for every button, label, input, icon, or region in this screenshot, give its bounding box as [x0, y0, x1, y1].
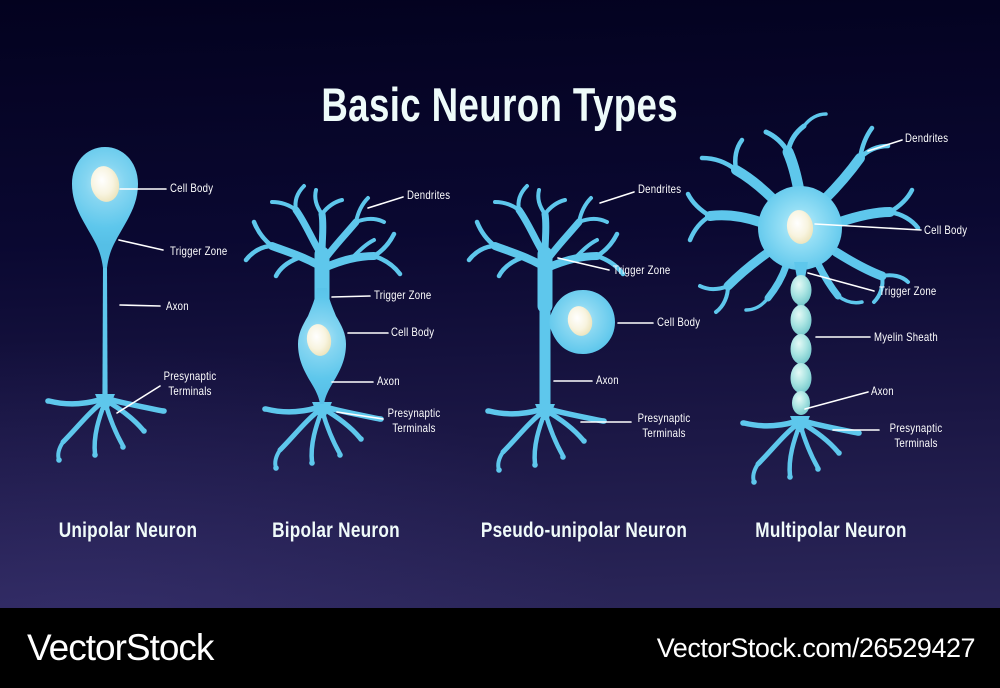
- bipolar-label-axon: Axon: [377, 374, 400, 389]
- bipolar-label-trigger-zone: Trigger Zone: [374, 288, 432, 303]
- multipolar-label-dendrites: Dendrites: [905, 131, 949, 146]
- pseudo-unipolar-label-dendrites: Dendrites: [638, 182, 682, 197]
- multipolar-label-axon: Axon: [871, 384, 894, 399]
- bipolar-label-cell-body: Cell Body: [391, 325, 435, 340]
- page-title: Basic Neuron Types: [321, 78, 679, 132]
- multipolar-label-cell-body: Cell Body: [924, 223, 968, 238]
- unipolar-label-cell-body: Cell Body: [170, 181, 214, 196]
- watermark-bar: VectorStock VectorStock.com/26529427: [0, 608, 1000, 688]
- unipolar-label-presynaptic-terminals: Presynaptic Terminals: [163, 369, 217, 398]
- diagram-canvas: Basic Neuron Types: [0, 0, 1000, 608]
- multipolar-neuron-illustration: [685, 112, 921, 485]
- myelin-sheath-graphic: [790, 275, 812, 415]
- pseudo-unipolar-neuron-title: Pseudo-unipolar Neuron: [480, 519, 688, 542]
- multipolar-label-presynaptic-terminals: Presynaptic Terminals: [889, 421, 943, 450]
- pseudo-unipolar-label-trigger-zone: Trigger Zone: [613, 263, 671, 278]
- neuron-illustrations: [0, 112, 922, 608]
- bipolar-label-presynaptic-terminals: Presynaptic Terminals: [387, 406, 441, 435]
- pseudo-unipolar-label-cell-body: Cell Body: [657, 315, 701, 330]
- unipolar-label-trigger-zone: Trigger Zone: [170, 244, 228, 259]
- unipolar-neuron-title: Unipolar Neuron: [58, 519, 198, 542]
- vectorstock-url: VectorStock.com/26529427: [656, 632, 976, 663]
- unipolar-neuron-illustration: [45, 147, 167, 463]
- leader-lines: [116, 139, 922, 431]
- pseudo-unipolar-label-axon: Axon: [596, 373, 619, 388]
- pseudo-unipolar-label-presynaptic-terminals: Presynaptic Terminals: [637, 411, 691, 440]
- bipolar-label-dendrites: Dendrites: [407, 188, 451, 203]
- multipolar-label-trigger-zone: Trigger Zone: [879, 284, 937, 299]
- bipolar-neuron-title: Bipolar Neuron: [272, 519, 400, 542]
- multipolar-neuron-title: Multipolar Neuron: [755, 519, 907, 542]
- pseudo-unipolar-neuron-illustration: [469, 186, 623, 473]
- multipolar-label-myelin-sheath: Myelin Sheath: [874, 330, 938, 345]
- vectorstock-logo: VectorStock: [27, 627, 214, 668]
- bipolar-neuron-illustration: [246, 186, 400, 471]
- unipolar-label-axon: Axon: [166, 299, 189, 314]
